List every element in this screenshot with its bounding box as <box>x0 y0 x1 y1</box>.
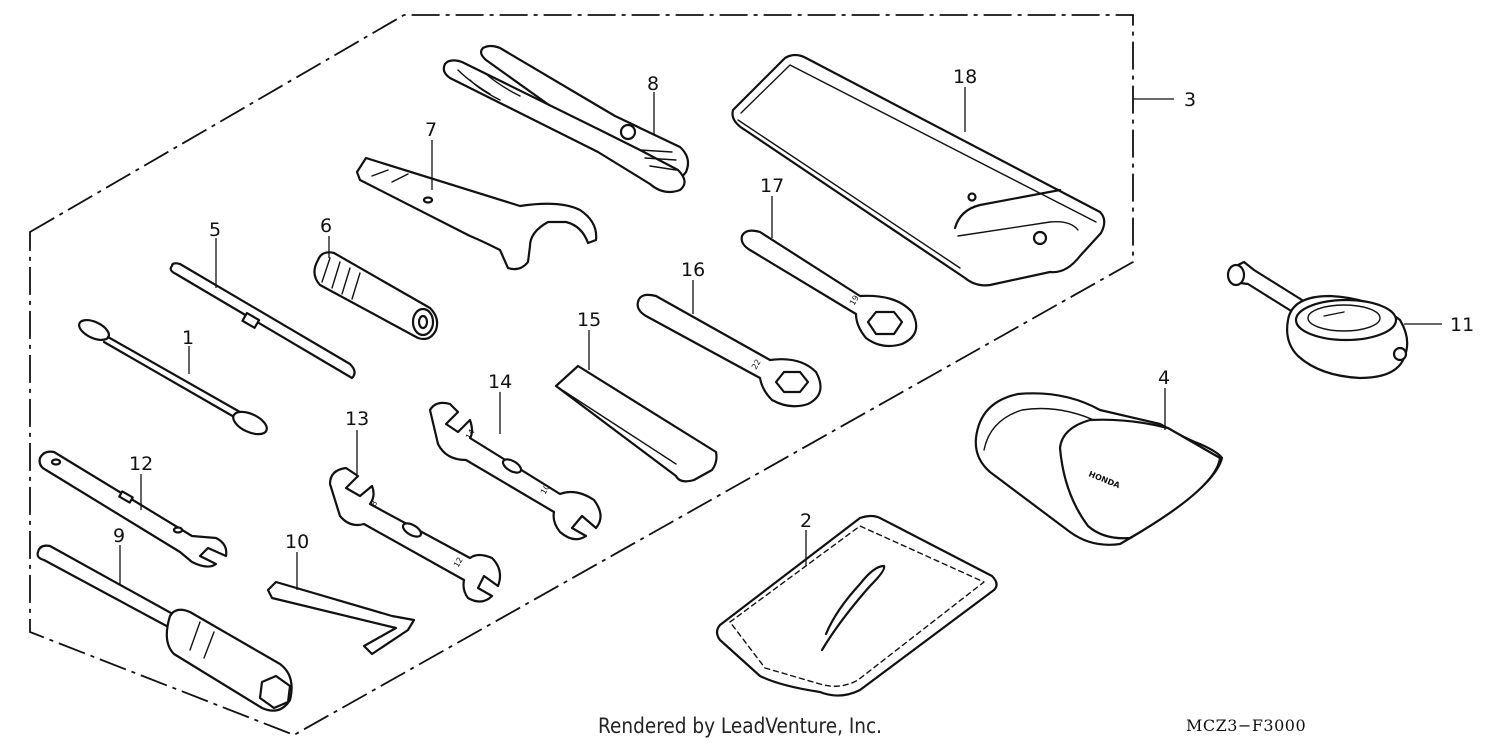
envelope-2 <box>715 514 998 697</box>
open-wrench-13: 8 12 <box>328 430 502 603</box>
callout-13: 13 <box>345 408 369 430</box>
callout-18: 18 <box>953 66 977 88</box>
render-credit: Rendered by LeadVenture, Inc. <box>598 714 883 738</box>
callout-7: 7 <box>425 119 437 141</box>
tool-1 <box>78 318 268 436</box>
footer: Rendered by LeadVenture, Inc. MCZ3−F3000 <box>0 714 1500 744</box>
wrench-14-size-b: 10 <box>539 483 552 496</box>
callout-8: 8 <box>647 73 659 95</box>
callout-10: 10 <box>285 531 309 553</box>
wrench-13-size-b: 12 <box>452 556 465 569</box>
flat-bar-15 <box>554 330 718 483</box>
screwdriver-5 <box>169 238 356 380</box>
wrench-16-size: 22 <box>750 358 763 371</box>
pliers-8 <box>442 44 690 194</box>
hex-key-10 <box>266 552 416 656</box>
box-wrench-16: 22 <box>636 280 822 408</box>
callout-9: 9 <box>113 525 125 547</box>
diagram-code: MCZ3−F3000 <box>1186 716 1307 735</box>
pouch-4: HONDA <box>974 388 1224 546</box>
callout-16: 16 <box>681 259 705 281</box>
hook-spanner-7 <box>355 140 598 271</box>
wrench-17-size: 19 <box>848 294 861 307</box>
callout-5: 5 <box>209 219 221 241</box>
tool-bag-18 <box>731 53 1106 287</box>
tire-gauge-11 <box>1226 260 1442 380</box>
toolkit-boundary <box>29 14 1134 736</box>
screwdriver-handle-6 <box>313 236 439 341</box>
open-wrench-14: 14 10 <box>428 392 602 541</box>
callout-15: 15 <box>577 309 601 331</box>
callout-14: 14 <box>488 371 512 393</box>
callout-1: 1 <box>182 327 194 349</box>
callout-11: 11 <box>1450 314 1474 336</box>
flat-wrench-12 <box>38 450 228 568</box>
callout-2: 2 <box>800 510 812 532</box>
wrench-14-size-a: 14 <box>464 428 477 441</box>
callout-12: 12 <box>129 453 153 475</box>
callout-6: 6 <box>320 215 332 237</box>
callout-3: 3 <box>1184 89 1196 111</box>
box-wrench-17: 19 <box>740 196 918 348</box>
wrench-13-size-a: 8 <box>369 499 379 508</box>
callout-4: 4 <box>1158 367 1170 389</box>
callout-17: 17 <box>760 175 784 197</box>
spark-plug-wrench-9 <box>36 544 293 712</box>
